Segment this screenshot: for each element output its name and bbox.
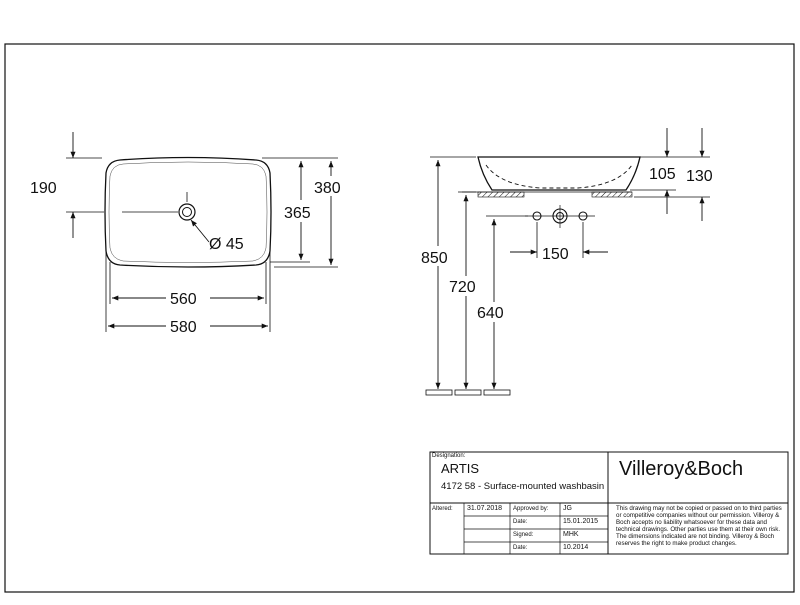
dim-560-bg	[166, 288, 210, 306]
top-view: Ø 45 190 365 380 560 580	[30, 132, 349, 336]
floor-block-2	[454, 389, 482, 396]
dim-640-bg	[476, 302, 512, 322]
dim-720-bg	[448, 276, 484, 296]
altered-date: 31.07.2018	[467, 505, 503, 512]
basin-side-profile	[477, 156, 641, 191]
dim-365-label: 365	[284, 205, 311, 222]
dim-850-bg	[420, 246, 454, 266]
side-view: 105 130 150 850 720 640	[420, 128, 720, 396]
disclaimer-text: This drawing may not be copied or passed…	[616, 505, 782, 548]
approved-value: JG	[563, 505, 572, 512]
altered-label: Altered:	[432, 506, 453, 512]
approved-label: Approved by:	[513, 506, 549, 512]
floor-block-1	[425, 389, 453, 396]
product-name: ARTIS	[441, 461, 480, 476]
date-value-1: 15.01.2015	[563, 518, 599, 525]
dim-560-label: 560	[170, 291, 197, 308]
basin-outer-outline	[104, 156, 272, 268]
hole-leader	[190, 219, 210, 243]
dim-640-label: 640	[477, 305, 504, 322]
date-value-2: 10.2014	[563, 544, 589, 551]
brand-logo: Villeroy&Boch	[619, 458, 744, 480]
dim-380-label: 380	[314, 180, 341, 197]
hole-diameter-label: Ø 45	[209, 236, 244, 253]
countertop-right	[591, 191, 633, 198]
tap-hole-inner	[182, 207, 192, 217]
dim-190-label: 190	[30, 180, 57, 197]
dim-365-bg	[283, 200, 319, 222]
dim-580-bg	[166, 316, 210, 334]
dim-150-label: 150	[542, 246, 569, 263]
signed-label: Signed:	[513, 532, 534, 538]
dim-105-label: 105	[649, 166, 676, 183]
dim-105-bg	[646, 163, 680, 182]
date-label-2: Date:	[513, 545, 528, 551]
dim-580-label: 580	[170, 319, 197, 336]
countertop-left	[477, 191, 525, 198]
dim-130-label: 130	[686, 168, 713, 185]
tap-hole	[178, 203, 196, 221]
dim-380-bg	[313, 176, 349, 196]
sheet-border	[4, 43, 795, 593]
dim-720-label: 720	[449, 279, 476, 296]
signed-value: MHK	[563, 531, 579, 538]
dim-130-bg	[684, 164, 720, 183]
date-label-1: Date:	[513, 519, 528, 525]
floor-block-3	[483, 389, 511, 396]
basin-bowl-dashed	[485, 164, 633, 189]
product-description: 4172 58 - Surface-mounted washbasin	[441, 481, 605, 492]
title-block-frame	[429, 451, 789, 555]
dim-850-label: 850	[421, 250, 448, 267]
basin-inner-outline	[108, 161, 268, 263]
designation-label: Designation:	[432, 453, 466, 459]
